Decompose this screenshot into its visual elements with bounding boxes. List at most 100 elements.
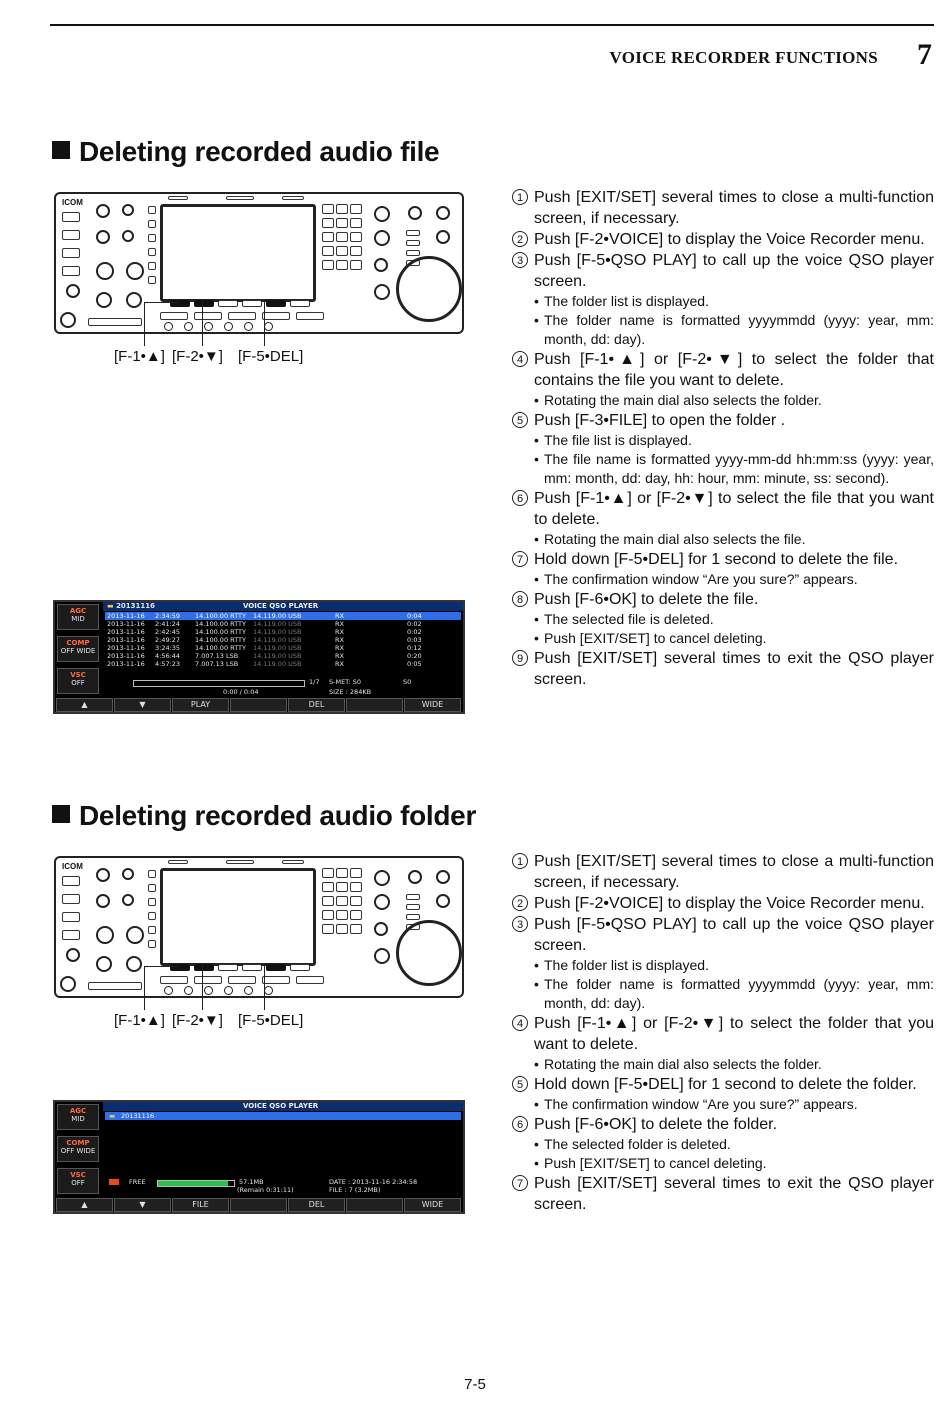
bullet-icon: •	[534, 630, 539, 646]
table-cell: 14.119.00 USB	[253, 644, 302, 652]
step-number-circle: 4	[512, 351, 528, 367]
step-note-text: The file name is formatted yyyy-mm-dd hh…	[544, 451, 934, 486]
step-number-circle: 9	[512, 650, 528, 666]
knob-icon	[436, 206, 450, 220]
small-knob-icon	[224, 986, 233, 995]
player-title: VOICE QSO PLAYER	[243, 1102, 319, 1110]
section-heading-file: Deleting recorded audio file	[52, 136, 440, 168]
table-cell: 2:49:27	[155, 636, 181, 644]
step-text: Push [EXIT/SET] several times to exit th…	[534, 650, 934, 688]
knob-icon	[96, 894, 110, 908]
step-note-text: Push [EXIT/SET] to cancel deleting.	[544, 630, 767, 646]
page-indicator: 1/7	[309, 678, 320, 686]
keypad-button-icon	[336, 246, 348, 256]
table-cell: 14.100.00 RTTY	[195, 636, 246, 644]
panel-button-icon	[406, 240, 420, 246]
table-cell: 2013-11-16	[107, 652, 145, 660]
panel-button-icon	[62, 912, 80, 922]
play-time: 0:00 / 0:04	[223, 688, 259, 696]
function-key-3: FILE	[172, 1198, 229, 1212]
indicator-icon	[168, 860, 188, 864]
step-note: •Rotating the main dial also selects the…	[512, 1055, 934, 1074]
knob-icon	[436, 870, 450, 884]
indicator-icon	[226, 860, 254, 864]
function-key-icon	[290, 964, 310, 971]
function-key-6	[346, 1198, 403, 1212]
table-cell: RX	[335, 620, 344, 628]
callout-leader-line	[202, 966, 203, 1010]
keypad-button-icon	[322, 896, 334, 906]
table-cell: 2013-11-16	[107, 660, 145, 668]
table-cell: 14.119.00 USB	[253, 620, 302, 628]
title-bar	[103, 1102, 463, 1111]
radio-front-panel-illustration: ICOM	[54, 856, 464, 998]
function-key-3: PLAY	[172, 698, 229, 712]
step-text: Push [F-5•QSO PLAY] to call up the voice…	[534, 252, 934, 290]
keypad-button-icon	[350, 232, 362, 242]
table-cell: 0:02	[407, 620, 422, 628]
step-note-text: The folder name is formatted yyyymmdd (y…	[544, 976, 934, 1011]
page-number: 7-5	[464, 1376, 486, 1393]
callout-label: [F-2•▼]	[172, 348, 223, 365]
radio-display-icon	[160, 204, 316, 302]
step-note: •The folder list is displayed.	[512, 956, 934, 975]
step-number-circle: 1	[512, 853, 528, 869]
table-cell: 0:05	[407, 660, 422, 668]
step-text: Push [F-1•▲] or [F-2•▼] to select the fo…	[534, 1015, 934, 1053]
panel-button-icon	[194, 312, 222, 320]
knob-icon	[374, 894, 390, 910]
step-number-circle: 6	[512, 490, 528, 506]
panel-button-icon	[406, 914, 420, 920]
function-key-icon	[242, 300, 262, 307]
knob-icon	[96, 868, 110, 882]
panel-button-icon	[406, 230, 420, 236]
table-cell: 4:56:44	[155, 652, 181, 660]
panel-button-icon	[148, 940, 156, 948]
keypad-button-icon	[322, 910, 334, 920]
panel-button-icon	[62, 248, 80, 258]
table-cell: 14.119.00 USB	[253, 660, 302, 668]
callout-label: [F-1•▲]	[114, 348, 165, 365]
bullet-icon: •	[534, 392, 539, 408]
bullet-icon: •	[534, 293, 539, 309]
keypad-button-icon	[336, 232, 348, 242]
function-key-icon	[266, 300, 286, 307]
knob-icon	[122, 894, 134, 906]
function-key-icon	[218, 300, 238, 307]
phones-slot-icon	[88, 318, 142, 326]
bullet-icon: •	[534, 1096, 539, 1112]
function-key-4	[230, 1198, 287, 1212]
knob-icon	[122, 230, 134, 242]
keypad-button-icon	[350, 204, 362, 214]
knob-icon	[126, 956, 142, 972]
knob-icon	[96, 292, 112, 308]
panel-button-icon	[62, 894, 80, 904]
step-text: Hold down [F-5•DEL] for 1 second to dele…	[534, 1076, 917, 1093]
panel-button-icon	[62, 930, 80, 940]
keypad-button-icon	[336, 910, 348, 920]
table-cell: 7.007.13 LSB	[195, 652, 239, 660]
main-dial-icon	[396, 920, 462, 986]
function-key-icon	[242, 964, 262, 971]
knob-icon	[122, 204, 134, 216]
callout-label: [F-5•DEL]	[238, 1012, 304, 1029]
indicator-icon	[282, 196, 304, 200]
step-text: Push [F-2•VOICE] to display the Voice Re…	[534, 895, 925, 912]
panel-button-icon	[148, 220, 156, 228]
indicator-icon	[168, 196, 188, 200]
function-key-5: DEL	[288, 698, 345, 712]
folder-row: ▬20131116	[105, 1112, 461, 1120]
knob-icon	[66, 948, 80, 962]
